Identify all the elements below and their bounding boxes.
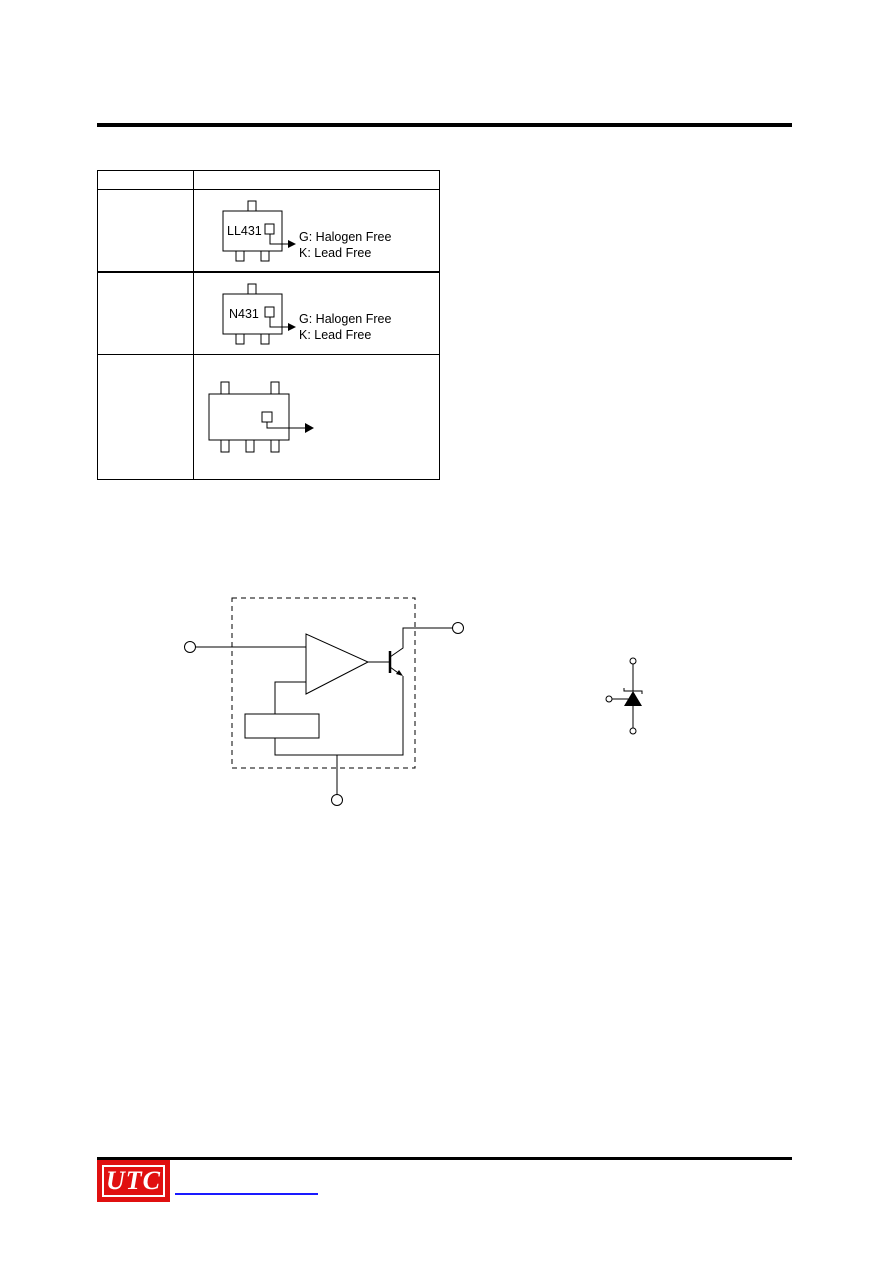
transistor-collector (389, 627, 452, 658)
package-outline-row1 (222, 200, 288, 262)
marking-row-1-diagram: LL431 G: Halogen Free K: Lead Free N431 … (208, 200, 391, 453)
table-row-divider (98, 354, 439, 355)
footer-link[interactable] (175, 1193, 318, 1195)
table-header-divider (98, 189, 439, 190)
emitter-wire (274, 676, 404, 756)
feedback-wire (274, 681, 306, 714)
lead-free-note-row2: K: Lead Free (299, 328, 371, 342)
marking-code-row2: N431 (229, 307, 259, 321)
halogen-free-note-row2: G: Halogen Free (299, 312, 391, 326)
reference-terminal (184, 641, 196, 653)
marking-code-row1: LL431 (227, 224, 262, 238)
package-outline-row2 (222, 283, 288, 345)
symbol-diode-triangle-icon (624, 691, 642, 706)
table-column-divider (193, 171, 194, 479)
utc-logo: UTC (97, 1160, 170, 1202)
emitter-arrow-icon (396, 670, 403, 676)
op-amp (305, 633, 370, 695)
ic-boundary (231, 597, 416, 769)
footer-rule (97, 1157, 792, 1160)
arrow-right-icon (305, 423, 314, 433)
reference-block (244, 713, 320, 739)
arrow-right-icon (288, 323, 296, 331)
utc-logo-text: UTC (102, 1165, 165, 1197)
package-outline-row3 (208, 381, 305, 453)
symbol-cathode-terminal (629, 657, 637, 665)
anode-terminal (331, 794, 343, 806)
arrow-right-icon (288, 240, 296, 248)
symbol-anode-terminal (629, 727, 637, 735)
table-row-divider (98, 271, 439, 273)
lead-free-note-row1: K: Lead Free (299, 246, 371, 260)
cathode-terminal (452, 622, 464, 634)
header-rule (97, 123, 792, 127)
marking-table: LL431 G: Halogen Free K: Lead Free N431 … (97, 170, 440, 480)
symbol-reference-terminal (605, 695, 613, 703)
halogen-free-note-row1: G: Halogen Free (299, 230, 391, 244)
